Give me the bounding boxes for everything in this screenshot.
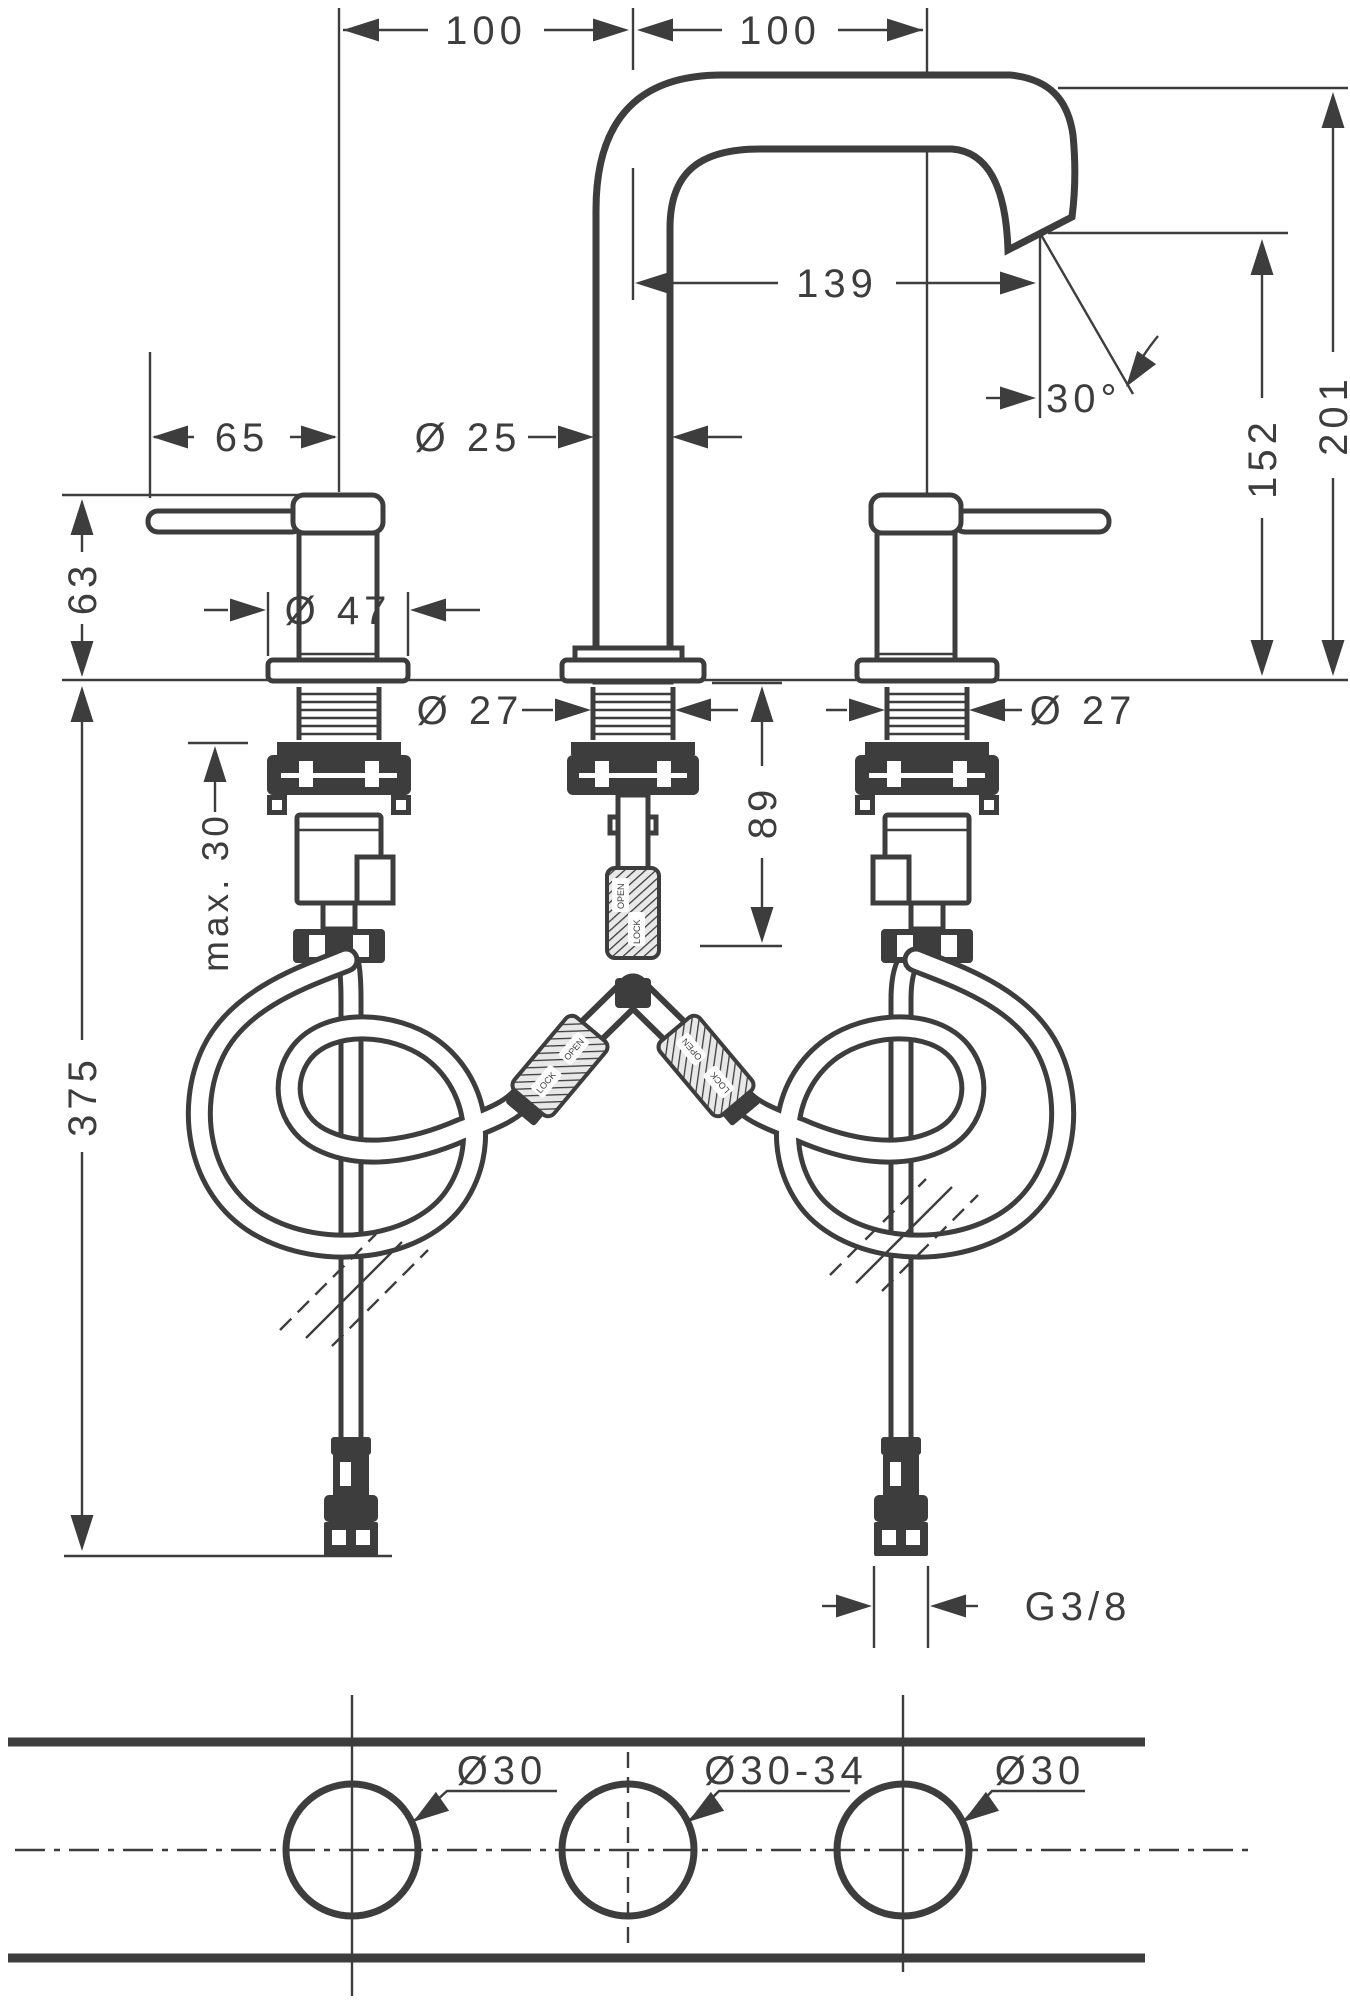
dim-100-left: 100 <box>445 9 527 53</box>
dim-30deg: 30° <box>1046 377 1122 421</box>
faucet-front-view: OPEN LOCK OPEN LOCK OPEN LOCK <box>145 71 1112 1556</box>
right-escutcheon <box>854 657 1000 684</box>
dim-dia25: Ø 25 <box>415 416 522 460</box>
left-drill-hole <box>282 1780 422 1920</box>
spout <box>592 71 1079 685</box>
dim-dia47: Ø 47 <box>285 589 392 633</box>
dimension-annotations: 100 100 139 30° 65 Ø 25 Ø 47 63 <box>61 8 1350 1648</box>
dim-right-hole: Ø30 <box>995 1749 1086 1793</box>
lock-label: LOCK <box>632 919 642 944</box>
hole-pattern-view: Ø30 Ø30-34 Ø30 <box>8 1695 1255 1996</box>
dim-left-hole: Ø30 <box>457 1749 548 1793</box>
left-connection-hose <box>185 946 536 1260</box>
right-pipe-break <box>829 1178 979 1292</box>
dim-201: 201 <box>1312 374 1350 456</box>
dim-139: 139 <box>796 262 878 306</box>
left-handle <box>145 492 386 665</box>
right-lever <box>952 508 1112 535</box>
dim-89: 89 <box>741 785 785 840</box>
dim-g38: G3/8 <box>1025 1585 1132 1629</box>
left-hose-connector: OPEN LOCK <box>506 1013 610 1126</box>
spout-under-deck: OPEN LOCK OPEN LOCK OPEN LOCK <box>506 687 760 1126</box>
spout-escutcheon <box>559 657 707 684</box>
right-supply-connector <box>874 1437 928 1556</box>
left-valve-under-deck <box>267 687 411 963</box>
right-valve-under-deck <box>855 687 999 963</box>
right-handle <box>868 492 1112 665</box>
left-escutcheon <box>265 657 411 684</box>
right-hose-connector: OPEN LOCK <box>656 1013 760 1126</box>
dim-152: 152 <box>1241 417 1285 499</box>
left-supply-connector <box>324 1437 378 1556</box>
right-connection-hose <box>726 946 1077 1260</box>
left-lever <box>145 508 305 535</box>
dim-65: 65 <box>215 416 270 460</box>
dim-63: 63 <box>61 561 105 616</box>
middle-drill-hole <box>558 1780 698 1920</box>
dim-dia27-center: Ø 27 <box>417 689 524 733</box>
dim-375: 375 <box>61 1055 105 1137</box>
left-pipe-break <box>279 1233 429 1347</box>
right-drill-hole <box>833 1780 973 1920</box>
dim-100-right: 100 <box>739 9 821 53</box>
dim-dia27-right: Ø 27 <box>1030 689 1137 733</box>
dim-max30: max. 30 <box>195 812 236 972</box>
center-valve-fitting: OPEN LOCK <box>605 866 661 960</box>
dim-middle-hole: Ø30-34 <box>704 1749 867 1793</box>
open-label: OPEN <box>616 883 626 909</box>
